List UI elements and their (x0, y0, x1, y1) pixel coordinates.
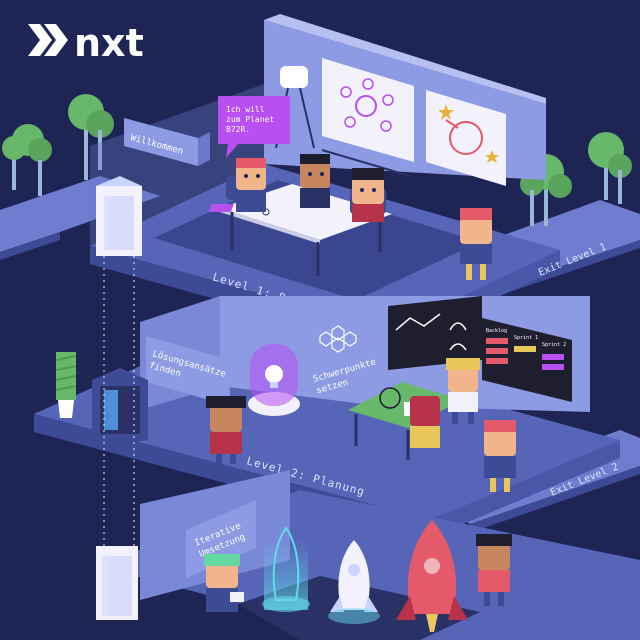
speech-line-1: Ich will (226, 105, 265, 114)
speech-line-2: zum Planet (226, 115, 274, 124)
server-cabinet (92, 368, 148, 444)
whiteboard-planet-sketch (426, 90, 506, 186)
tree (588, 132, 632, 204)
person (404, 396, 440, 448)
whiteboard-mindmap (321, 58, 414, 177)
speech-line-3: B72R. (226, 125, 250, 134)
person (446, 358, 480, 424)
speech-bubble: Ich will zum Planet B72R. (218, 96, 290, 158)
svg-text:Ich will zum Planet: Ich will zum Planet B72R. (226, 105, 279, 134)
tree (68, 94, 114, 180)
analytics-screen (388, 296, 482, 370)
loesung-sign: Lösungsansätze finden (146, 336, 230, 406)
trees (2, 94, 632, 226)
person (460, 208, 492, 280)
rocket-final (396, 520, 468, 632)
logo-text: nxt (74, 21, 144, 65)
rocket-prototype (328, 540, 380, 624)
schwerpunkte-sign: Schwerpunkte setzen (284, 300, 384, 396)
rocket-hologram (262, 526, 310, 612)
lightbulb-icon (265, 365, 283, 388)
kanban-col-backlog: Backlog (486, 328, 507, 334)
lightbulb-capsule (248, 344, 300, 416)
brand-logo: nxt (28, 21, 144, 65)
kanban-board: Backlog Sprint 1 Sprint 2 (482, 318, 572, 402)
potted-plant (55, 352, 77, 418)
person (484, 420, 516, 492)
kanban-col-sprint-1: Sprint 1 (514, 335, 538, 341)
person (352, 168, 384, 222)
hexagon-icon (319, 325, 357, 353)
elevator-upper (96, 176, 142, 256)
person (476, 534, 512, 606)
tree (2, 124, 52, 196)
person (236, 158, 266, 212)
elevator-lower (96, 546, 138, 620)
double-chevron-right-icon (28, 24, 68, 56)
person (206, 396, 246, 464)
person (300, 154, 330, 208)
person (204, 554, 244, 612)
kanban-col-sprint-2: Sprint 2 (542, 342, 566, 348)
willkommen-sign: Willkommen (124, 118, 210, 166)
